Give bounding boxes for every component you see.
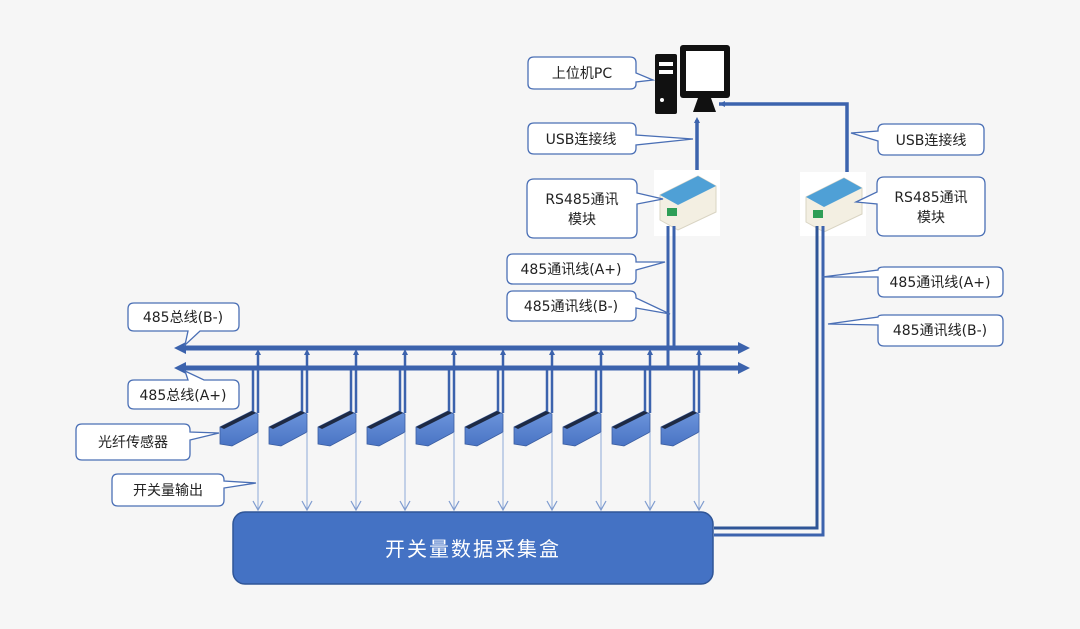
sensor-group xyxy=(219,349,705,512)
callout-comm-b-left: 485通讯线(B-) xyxy=(506,290,671,322)
callout-comm-a-left: 485通讯线(A+) xyxy=(506,253,666,285)
callout-output-text: 开关量输出 xyxy=(133,483,203,499)
callout-pc-text: 上位机PC xyxy=(552,66,612,82)
fiber-sensor xyxy=(366,349,411,512)
callout-usb-left-text: USB连接线 xyxy=(546,131,617,148)
callout-usb-left: USB连接线 xyxy=(527,122,694,155)
callout-comm-b-right: 485通讯线(B-) xyxy=(827,314,1004,347)
callout-bus-b-text: 485总线(B-) xyxy=(143,310,223,326)
fiber-sensor xyxy=(660,349,705,512)
callout-rs485-left-text-1: RS485通讯 xyxy=(545,192,618,208)
callout-comm-b-right-text: 485通讯线(B-) xyxy=(893,323,987,339)
fiber-sensor xyxy=(268,349,313,512)
callout-usb-right: USB连接线 xyxy=(850,123,985,156)
callout-output: 开关量输出 xyxy=(111,473,257,507)
callout-sensor-text: 光纤传感器 xyxy=(98,434,168,451)
callout-bus-b: 485总线(B-) xyxy=(127,302,240,347)
fiber-sensor xyxy=(317,349,362,512)
usb-cable-right xyxy=(719,101,851,184)
callout-usb-right-text: USB连接线 xyxy=(896,132,967,149)
collector-box: 开关量数据采集盒 xyxy=(232,511,714,585)
callout-comm-a-right-text: 485通讯线(A+) xyxy=(890,275,991,291)
fiber-sensor xyxy=(415,349,460,512)
callout-group: 上位机PC USB连接线 USB连接线 RS485通讯 模块 RS485通讯 模… xyxy=(75,56,1004,507)
fiber-sensor xyxy=(464,349,509,512)
callout-comm-a-left-text: 485通讯线(A+) xyxy=(521,262,622,278)
comm-line-left xyxy=(666,226,676,368)
bus-a-line xyxy=(174,362,750,374)
callout-rs485-left: RS485通讯 模块 xyxy=(526,178,664,239)
fiber-sensor xyxy=(562,349,607,512)
comm-line-right xyxy=(714,226,825,537)
callout-pc: 上位机PC xyxy=(527,56,656,90)
fiber-sensor xyxy=(219,349,264,512)
rs485-module-right xyxy=(800,172,866,236)
bus-b-line xyxy=(174,342,750,354)
rs485-module-left xyxy=(654,170,720,236)
callout-comm-b-left-text: 485通讯线(B-) xyxy=(524,299,618,315)
callout-bus-a: 485总线(A+) xyxy=(127,369,240,410)
desktop-computer-icon xyxy=(655,45,730,114)
callout-bus-a-text: 485总线(A+) xyxy=(140,388,227,404)
callout-rs485-left-text-2: 模块 xyxy=(568,212,596,228)
callout-rs485-right-text-1: RS485通讯 xyxy=(894,190,967,206)
fiber-sensor xyxy=(513,349,558,512)
callout-rs485-right: RS485通讯 模块 xyxy=(853,176,986,237)
callout-comm-a-right: 485通讯线(A+) xyxy=(821,266,1004,298)
fiber-sensor xyxy=(611,349,656,512)
callout-rs485-right-text-2: 模块 xyxy=(917,210,945,226)
collector-box-label: 开关量数据采集盒 xyxy=(385,537,561,561)
callout-sensor: 光纤传感器 xyxy=(75,423,220,461)
